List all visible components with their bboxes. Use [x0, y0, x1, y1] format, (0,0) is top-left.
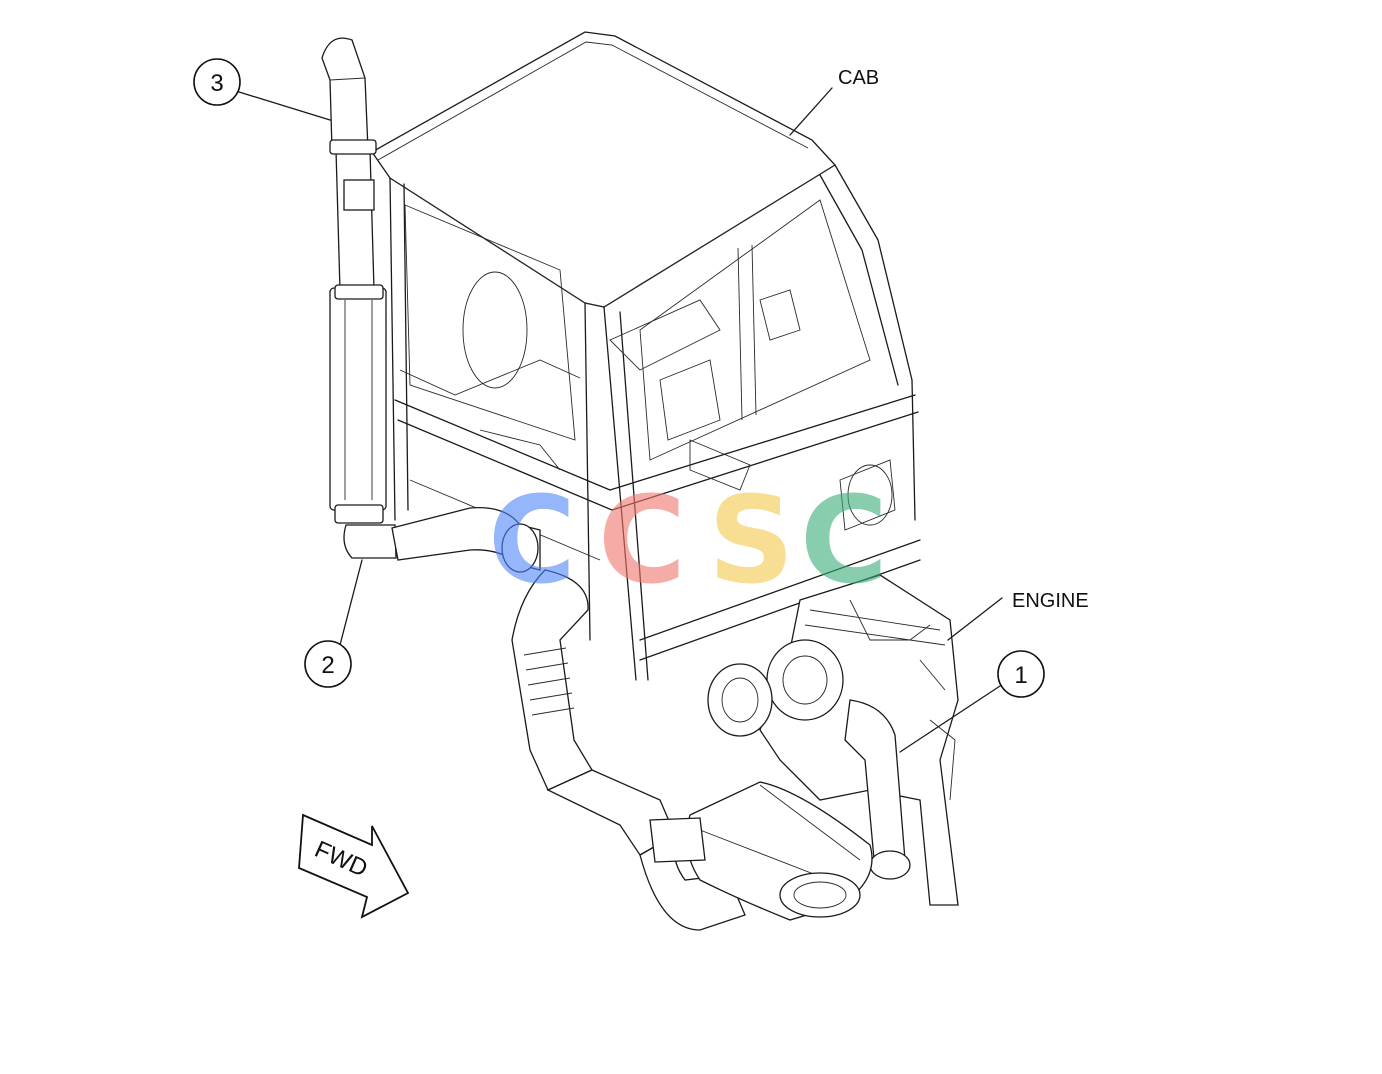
cab-label: CAB [838, 67, 879, 89]
callout-2: 2 [304, 559, 363, 688]
engine-label: ENGINE [1012, 590, 1089, 612]
callout-1-label: 1 [1014, 662, 1027, 689]
watermark-letter-c2: C [598, 472, 686, 611]
watermark-letter-c3: C [800, 472, 888, 611]
engine-label-group: ENGINE [947, 590, 1089, 641]
callout-1: 1 [899, 650, 1045, 753]
exhaust-muffler-vertical [329, 284, 397, 559]
cab-label-group: CAB [789, 67, 879, 136]
callout-2-label: 2 [321, 652, 334, 679]
forward-arrow: FWD [298, 813, 410, 919]
callout-3-label: 3 [210, 70, 223, 97]
watermark-letter-s: S [708, 472, 794, 611]
exhaust-stack [321, 37, 377, 291]
watermark-logo: C C S C [488, 472, 888, 611]
engine-assembly [707, 574, 959, 906]
cab-structure [371, 31, 921, 681]
watermark-letter-c1: C [488, 472, 576, 611]
exhaust-muffler-horizontal [649, 781, 873, 921]
callout-3: 3 [193, 58, 331, 121]
